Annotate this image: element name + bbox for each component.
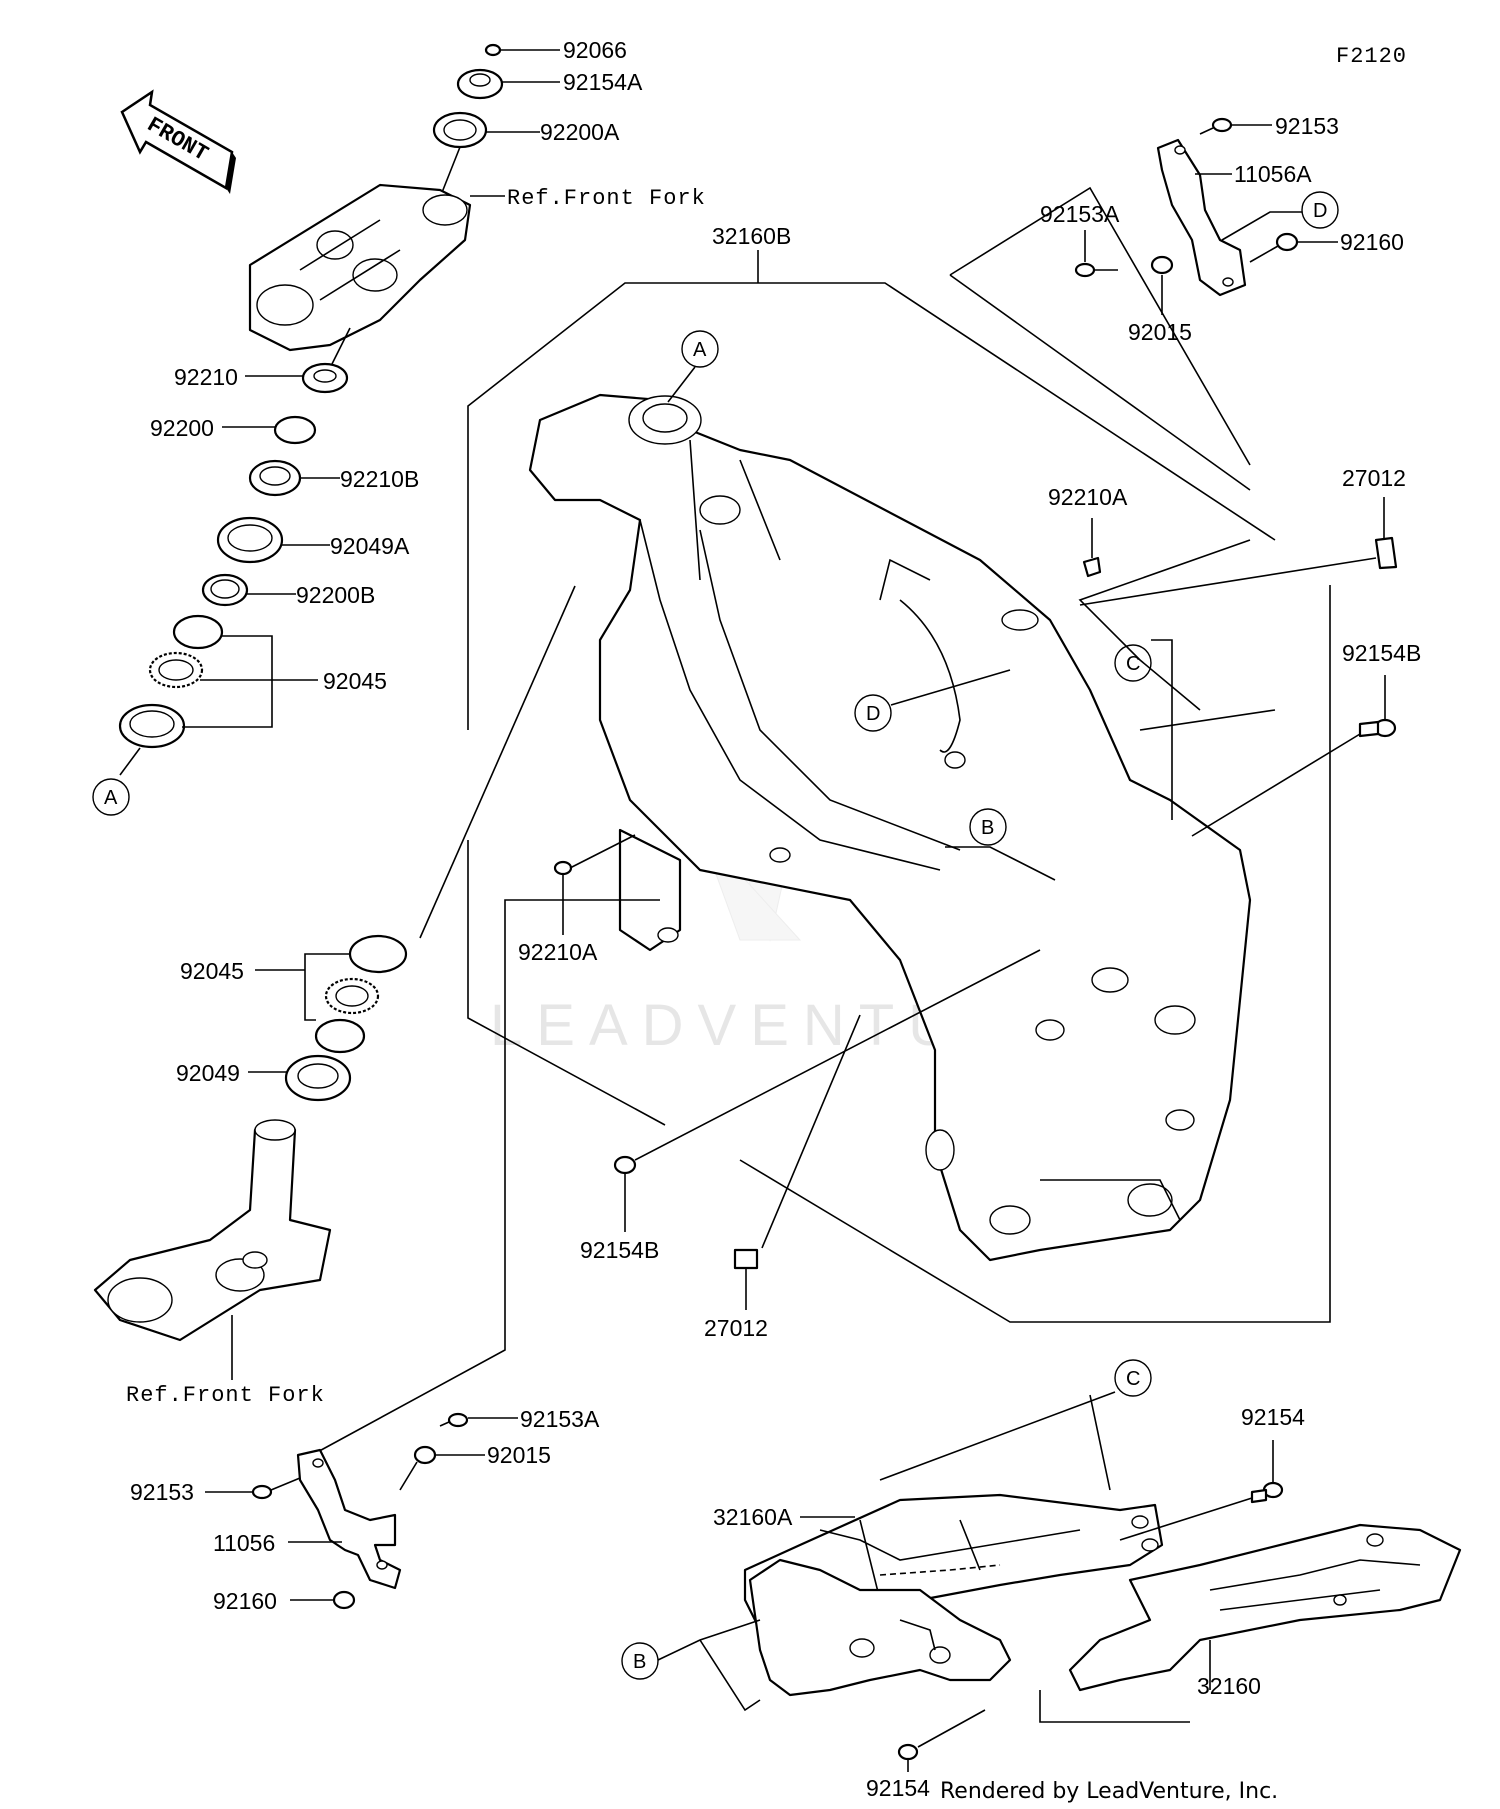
part-92200B-washer xyxy=(201,573,249,607)
label-92210B: 92210B xyxy=(340,466,419,492)
part-92200-washer xyxy=(273,415,317,445)
label-92160-top: 92160 xyxy=(1340,229,1404,255)
label-92015-bottom: 92015 xyxy=(487,1442,551,1468)
label-92154-bottom: 92154 xyxy=(866,1775,930,1801)
callout-a-frame xyxy=(681,330,719,368)
label-92015-top: 92015 xyxy=(1128,319,1192,345)
subframe-32160 xyxy=(1068,1523,1462,1692)
label-11056A: 11056A xyxy=(1234,161,1312,187)
label-92154A: 92154A xyxy=(563,69,643,95)
part-92210B-nut xyxy=(248,459,302,497)
callout-a-left xyxy=(92,778,130,816)
ref-front-fork-top: Ref.Front Fork xyxy=(507,186,706,211)
label-32160: 32160 xyxy=(1197,1673,1261,1699)
part-92049-seal xyxy=(284,1054,352,1102)
main-frame-32160B xyxy=(528,393,1252,1262)
label-92049A: 92049A xyxy=(330,533,410,559)
figure-code: F2120 xyxy=(1336,44,1407,69)
part-92153A-bolt-top xyxy=(1074,262,1118,278)
part-92154B-bolt-right xyxy=(1358,718,1397,738)
label-92153A-top: 92153A xyxy=(1040,201,1120,227)
callout-a-frame-letter: A xyxy=(693,339,707,361)
part-92153-bolt-bottom xyxy=(251,1477,301,1500)
callout-c-bottom xyxy=(1114,1359,1152,1397)
label-92210A-left: 92210A xyxy=(518,939,598,965)
part-92045-bearing-set-upper xyxy=(118,614,224,749)
footer-credit: Rendered by LeadVenture, Inc. xyxy=(940,1779,1278,1804)
part-92154A-nut xyxy=(456,68,504,100)
label-92160-bottom: 92160 xyxy=(213,1588,277,1614)
bracket-11056 xyxy=(296,1448,402,1590)
ref-front-fork-bottom: Ref.Front Fork xyxy=(126,1383,325,1408)
part-92045-bearing-set-lower xyxy=(314,934,408,1054)
part-27012-label-bottom xyxy=(733,1248,759,1270)
label-92154B-right: 92154B xyxy=(1342,640,1421,666)
part-92015-collar-top xyxy=(1150,255,1174,275)
label-27012-right: 27012 xyxy=(1342,465,1406,491)
label-92210: 92210 xyxy=(174,364,238,390)
part-27012-label-right xyxy=(1374,536,1398,570)
part-92200A-washer xyxy=(432,111,488,149)
part-92154-bolt-top xyxy=(1250,1481,1284,1504)
label-92210A-right: 92210A xyxy=(1048,484,1128,510)
label-92045-bottom: 92045 xyxy=(180,958,244,984)
part-92066-cap xyxy=(484,43,502,57)
callout-d-top xyxy=(1301,191,1339,229)
label-92045-top: 92045 xyxy=(323,668,387,694)
part-92049A-seal xyxy=(216,516,284,564)
label-92200: 92200 xyxy=(150,415,214,441)
callout-c-frame-letter: C xyxy=(1126,653,1140,675)
label-27012-bottom: 27012 xyxy=(704,1315,768,1341)
label-92200A: 92200A xyxy=(540,119,620,145)
label-92200B: 92200B xyxy=(296,582,375,608)
label-32160B: 32160B xyxy=(712,223,791,249)
part-92154B-bolt-left xyxy=(613,1155,637,1183)
callout-c-bottom-letter: C xyxy=(1126,1368,1140,1390)
callout-d-top-letter: D xyxy=(1313,200,1327,222)
part-92160-grommet-top xyxy=(1275,232,1299,252)
label-92153-bottom: 92153 xyxy=(130,1479,194,1505)
callout-d-frame xyxy=(854,694,892,732)
subframe-rail-lower xyxy=(748,1558,1012,1697)
label-92066: 92066 xyxy=(563,37,627,63)
callout-b-frame xyxy=(969,808,1007,846)
callout-b-frame-letter: B xyxy=(981,817,994,839)
bracket-11056A xyxy=(1156,138,1247,297)
steering-stem-lower-clamp xyxy=(93,1119,332,1342)
callout-a-left-letter: A xyxy=(104,787,118,809)
label-32160A: 32160A xyxy=(713,1504,793,1530)
callout-c-frame xyxy=(1114,644,1152,682)
label-92049: 92049 xyxy=(176,1060,240,1086)
front-arrow-icon: FRONT xyxy=(120,89,236,194)
part-92210-nut xyxy=(301,362,349,394)
callout-d-frame-letter: D xyxy=(866,703,880,725)
part-92154-bolt-bottom xyxy=(897,1743,919,1769)
label-92153A-bottom: 92153A xyxy=(520,1406,600,1432)
part-92015-collar-bottom xyxy=(413,1445,437,1465)
callout-b-bottom-letter: B xyxy=(633,1651,646,1673)
part-92153A-bolt-bottom xyxy=(439,1412,469,1428)
part-92160-grommet-bottom xyxy=(332,1590,356,1610)
part-92210A-bolt-right xyxy=(1082,556,1102,578)
label-92153-top: 92153 xyxy=(1275,113,1339,139)
callout-b-bottom xyxy=(621,1642,659,1680)
label-92154B-left: 92154B xyxy=(580,1237,659,1263)
label-11056: 11056 xyxy=(213,1530,275,1556)
upper-triple-clamp xyxy=(248,183,472,352)
part-92210A-bolt-left xyxy=(553,860,573,886)
part-92153-bolt-top xyxy=(1199,117,1233,135)
label-92154-top: 92154 xyxy=(1241,1404,1305,1430)
